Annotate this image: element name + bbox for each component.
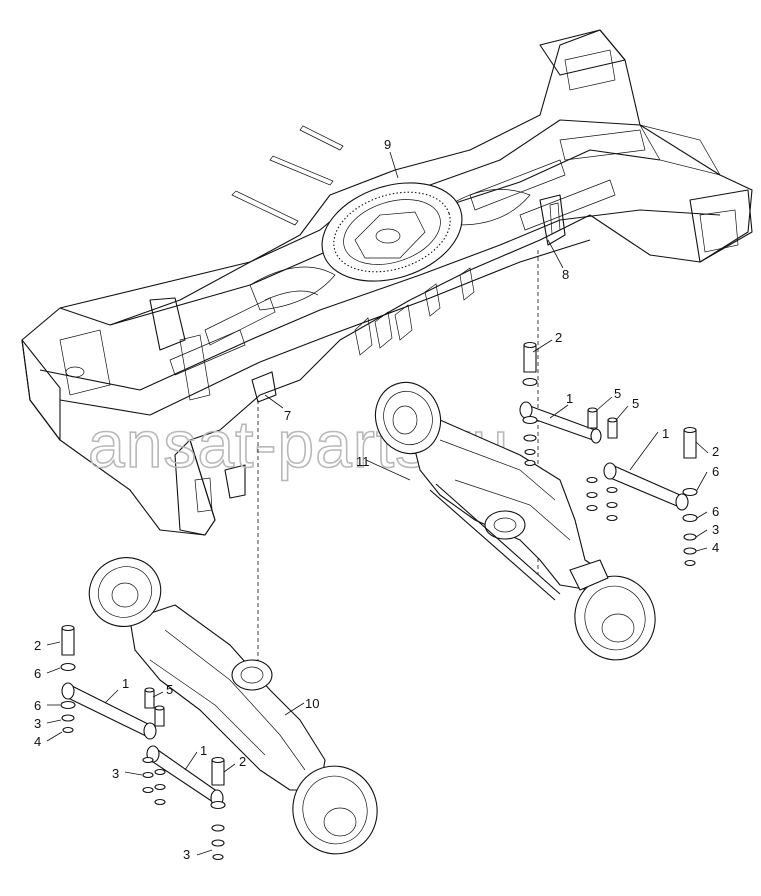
callout-10: 10 [305, 696, 319, 711]
rear-cylinder-lower [603, 462, 689, 511]
rear-axle-assembly [374, 341, 698, 661]
callout-front-4a: 4 [34, 734, 41, 749]
callout-7: 7 [284, 408, 291, 423]
callout-rear-5a: 5 [614, 386, 621, 401]
callout-rear-2a: 2 [555, 330, 562, 345]
callout-front-3a: 3 [34, 716, 41, 731]
callout-rear-6a: 6 [712, 464, 719, 479]
callout-front-1b: 1 [200, 743, 207, 758]
callout-8: 8 [562, 267, 569, 282]
callout-front-3c: 3 [183, 847, 190, 862]
front-cylinder-upper [61, 682, 157, 740]
callout-front-1a: 1 [122, 676, 129, 691]
callout-front-3b: 3 [112, 766, 119, 781]
callout-front-2a: 2 [34, 638, 41, 653]
callout-rear-3a: 3 [712, 522, 719, 537]
front-axle-assembly [60, 557, 378, 861]
callout-rear-1b: 1 [662, 426, 669, 441]
callout-rear-1a: 1 [566, 391, 573, 406]
callout-front-2b: 2 [239, 754, 246, 769]
callout-labels: 9 8 7 11 10 2 1 5 5 1 2 6 6 3 4 2 6 1 5 … [34, 137, 719, 862]
callout-rear-6b: 6 [712, 504, 719, 519]
callout-leaders [46, 151, 709, 856]
callout-rear-2b: 2 [712, 444, 719, 459]
callout-front-5a: 5 [166, 682, 173, 697]
callout-9: 9 [384, 137, 391, 152]
callout-front-6b: 6 [34, 698, 41, 713]
callout-rear-4a: 4 [712, 540, 719, 555]
main-frame [21, 29, 753, 536]
callout-rear-5b: 5 [632, 396, 639, 411]
callout-11: 11 [356, 454, 370, 469]
callout-front-6a: 6 [34, 666, 41, 681]
